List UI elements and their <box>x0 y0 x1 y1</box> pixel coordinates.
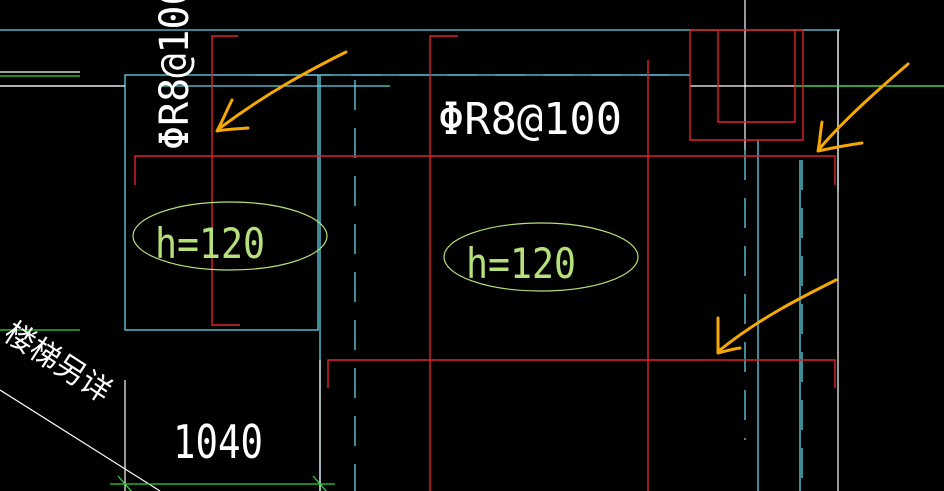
orange-arrow-shaft-3 <box>718 278 838 352</box>
red-rebar-left <box>211 35 240 326</box>
orange-arrow-shaft-2 <box>818 62 910 150</box>
orange-arrow-head-2 <box>816 120 864 153</box>
orange-arrow-icon <box>716 278 838 355</box>
red-corner-inner <box>717 30 796 123</box>
red-bottom-bar <box>327 359 836 388</box>
red-rebar-mid <box>429 35 458 491</box>
green-tick-2 <box>312 475 327 491</box>
orange-arrow-shaft-1 <box>218 50 348 130</box>
orange-arrow-head-1 <box>215 98 250 133</box>
orange-arrow-head-3 <box>716 316 742 355</box>
annotation-arrows <box>215 50 910 355</box>
rebar-label-rotated: ΦR8@100 <box>152 0 198 150</box>
slab-ellipses <box>132 201 639 292</box>
green-lines <box>0 75 944 491</box>
orange-arrow-icon <box>816 62 910 153</box>
red-top-bar <box>134 155 836 185</box>
white-diagonal <box>0 389 161 491</box>
cyan-slab-box-left <box>124 74 319 331</box>
red-rebar-lines <box>134 29 836 491</box>
slab-ellipse-right <box>443 222 639 292</box>
green-tick-1 <box>117 475 132 491</box>
slab-ellipse-left <box>132 201 328 271</box>
rebar-label: ΦR8@100 <box>438 94 622 145</box>
cyan-dashed-lines <box>255 74 803 491</box>
dimension-label: 1040 <box>173 415 263 469</box>
orange-arrow-icon <box>215 50 348 133</box>
slab-thickness-label-1: h=120 <box>155 219 265 268</box>
slab-thickness-label-2: h=120 <box>466 239 576 288</box>
red-corner-outer <box>689 30 804 141</box>
